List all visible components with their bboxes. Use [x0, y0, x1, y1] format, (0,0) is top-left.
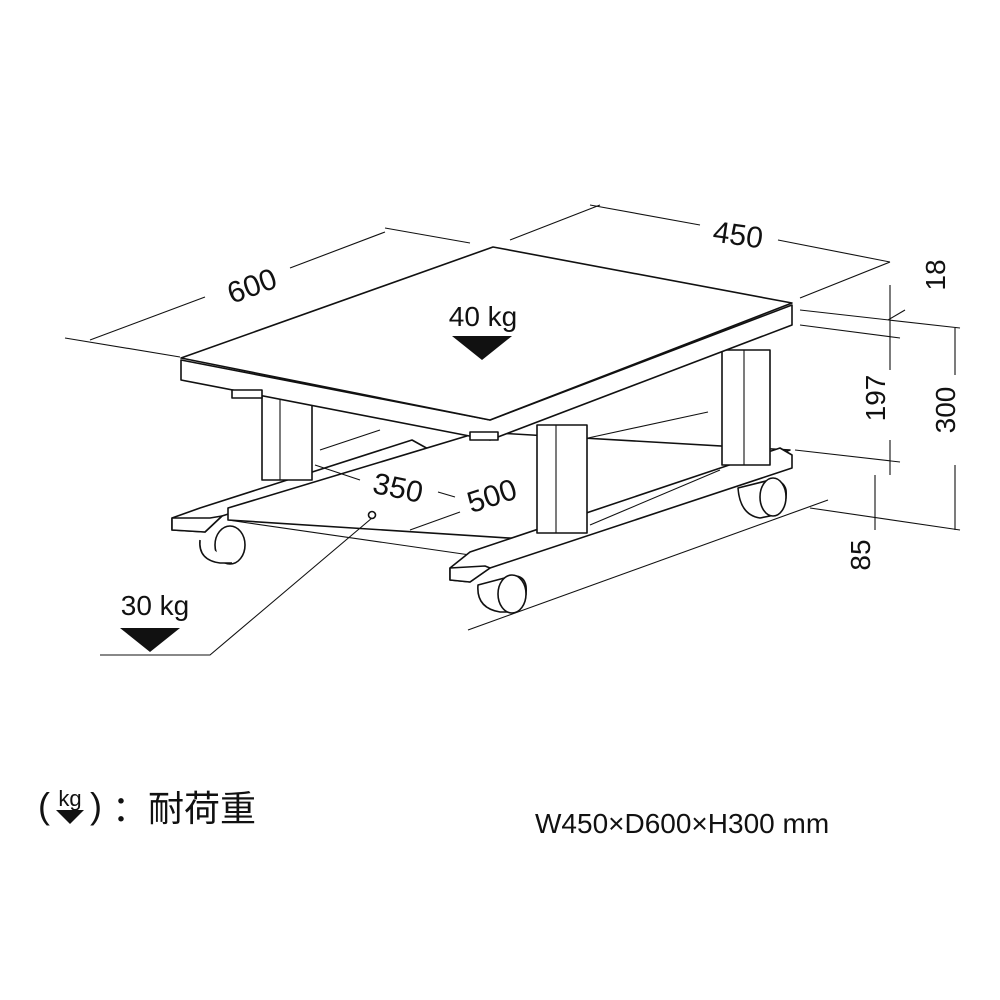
- leg-front: [536, 424, 588, 534]
- floor-line: [467, 499, 829, 631]
- table-top: [180, 246, 793, 441]
- shelf-point: [367, 510, 377, 520]
- paren: ): [90, 785, 102, 826]
- dim-300-label: 300: [930, 387, 961, 434]
- wheel-front: [477, 574, 528, 614]
- load-shelf-label: 30 kg: [121, 590, 190, 621]
- wheel-back-right: [737, 477, 787, 519]
- dim-197-label: 197: [860, 375, 891, 422]
- legend: ( kg ) ：耐荷重: [38, 780, 256, 832]
- rail: [319, 429, 381, 451]
- leader-line: [100, 517, 373, 656]
- paren: (: [38, 785, 50, 826]
- dim-85-label: 85: [845, 539, 876, 570]
- dimension-vertical: 18 197 300 85: [794, 259, 961, 571]
- load-legend-icon: kg: [56, 788, 84, 824]
- load-arrow-icon: [120, 628, 180, 652]
- load-top-label: 40 kg: [449, 301, 518, 332]
- leg-back-right: [721, 349, 771, 466]
- dim-600-label: 600: [223, 262, 281, 310]
- legend-label: ：耐荷重: [112, 788, 257, 829]
- spec-dimensions: W450×D600×H300 mm: [535, 808, 830, 839]
- rail: [589, 469, 721, 526]
- leg-left: [261, 389, 313, 481]
- rail: [587, 411, 709, 439]
- load-arrow-icon: [452, 336, 512, 360]
- dim-450-label: 450: [711, 216, 765, 256]
- dim-18-label: 18: [920, 259, 951, 290]
- legend-unit: kg: [58, 786, 82, 811]
- dimension-450: 450: [509, 204, 891, 299]
